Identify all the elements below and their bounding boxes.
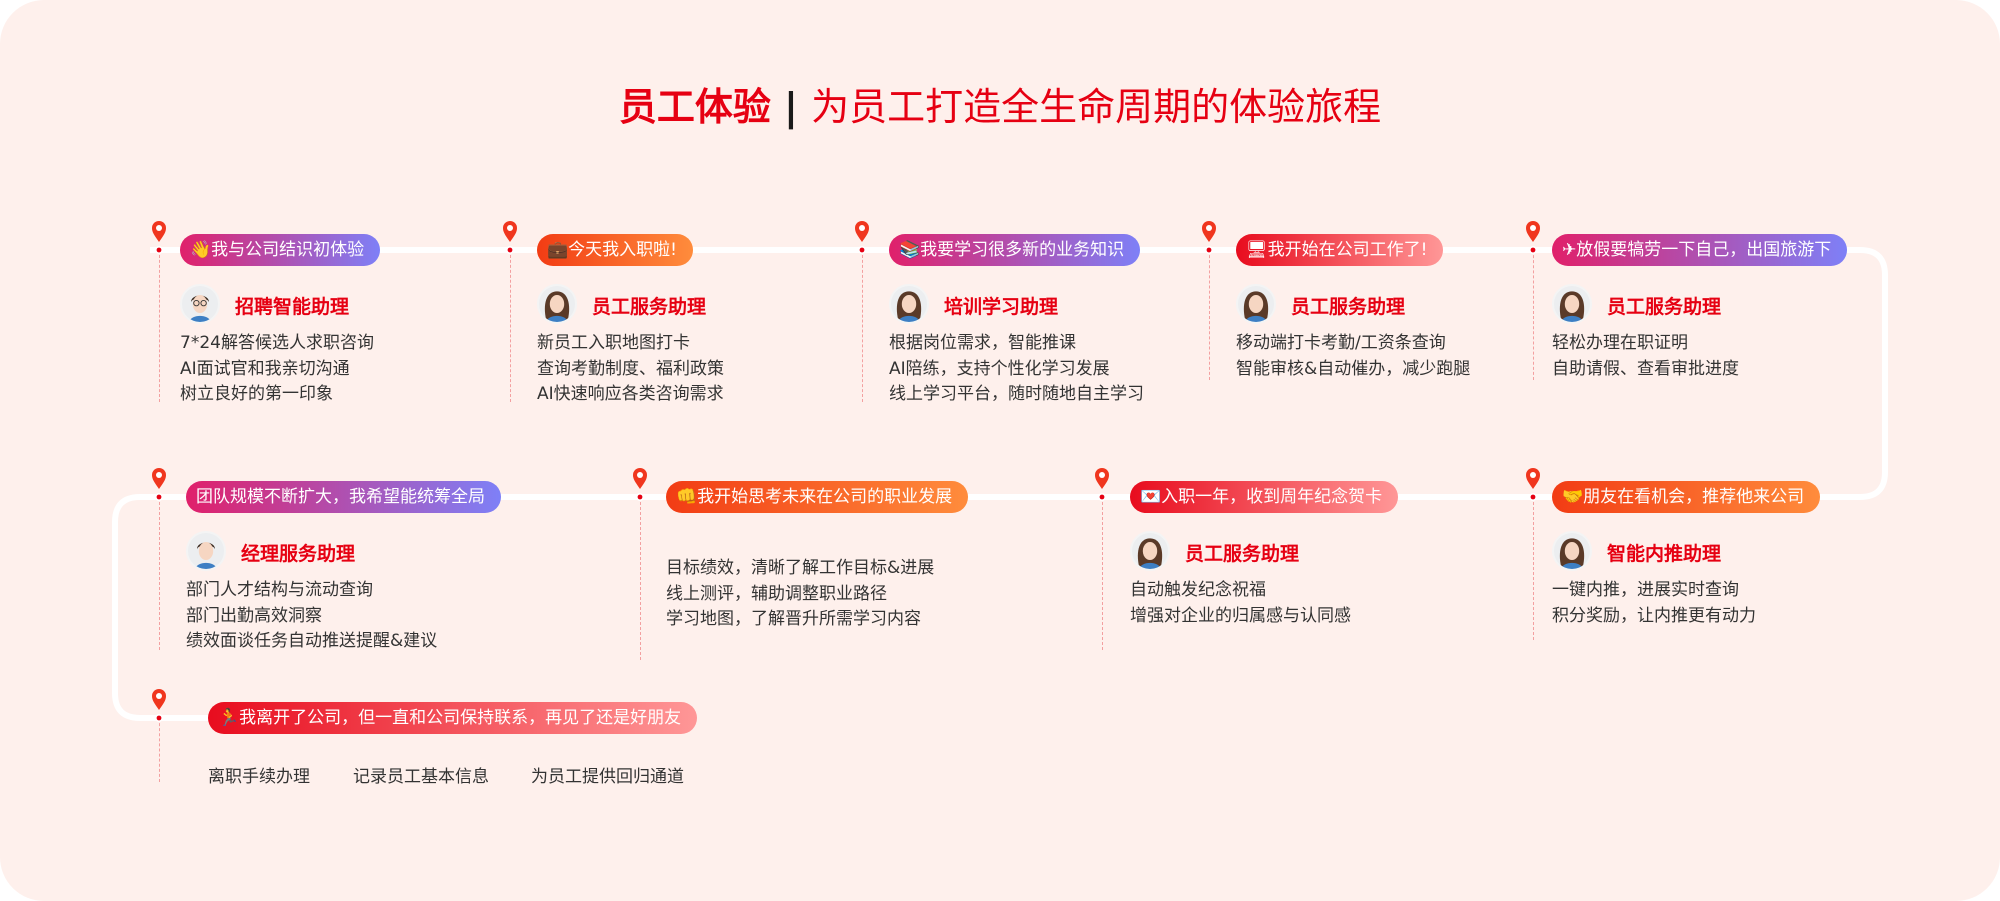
farewell-item: 离职手续办理 <box>208 767 310 787</box>
timeline-dashed-line <box>159 497 160 650</box>
assistant-name: 培训学习助理 <box>944 296 1059 318</box>
timeline-dashed-line <box>1533 497 1534 640</box>
assistant-avatar-boy-glasses <box>180 284 220 324</box>
stage-pill-2: 💼今天我入职啦! <box>537 234 693 266</box>
stage-pill-6: 团队规模不断扩大，我希望能统筹全局 <box>186 481 501 513</box>
feature-text: 线上测评，辅助调整职业路径 <box>666 583 887 604</box>
feature-text: 增强对企业的归属感与认同感 <box>1130 605 1351 626</box>
feature-text: 自助请假、查看审批进度 <box>1552 358 1739 379</box>
feature-text: 部门人才结构与流动查询 <box>186 580 373 600</box>
assistant-name: 员工服务助理 <box>592 296 707 318</box>
location-pin-icon <box>1525 220 1541 254</box>
farewell-pill: 🏃我离开了公司，但一直和公司保持联系，再见了还是好朋友 <box>208 702 698 734</box>
road-path <box>112 247 1888 721</box>
timeline-dashed-line <box>510 250 511 402</box>
assistant-name: 员工服务助理 <box>1185 543 1300 565</box>
location-pin-icon <box>1201 220 1217 254</box>
location-pin-icon <box>151 467 167 501</box>
assistant-name: 员工服务助理 <box>1291 296 1406 318</box>
location-pin-icon <box>502 220 518 254</box>
stage-pill-1: 👋我与公司结识初体验 <box>180 234 381 266</box>
feature-text: 移动端打卡考勤/工资条查询 <box>1236 333 1446 353</box>
feature-text: 7*24解答候选人求职咨询 <box>180 333 374 353</box>
timeline-dashed-line <box>159 718 160 782</box>
feature-text: 根据岗位需求，智能推课 <box>889 333 1076 353</box>
assistant-name: 员工服务助理 <box>1607 296 1722 318</box>
assistant-avatar-girl <box>537 284 577 324</box>
stage-pill-8: 💌入职一年，收到周年纪念贺卡 <box>1130 481 1399 513</box>
assistant-avatar-girl <box>1236 284 1276 324</box>
location-pin-icon <box>151 688 167 722</box>
feature-text: 学习地图，了解晋升所需学习内容 <box>666 609 921 629</box>
timeline-dashed-line <box>1102 497 1103 650</box>
location-pin-icon <box>1094 467 1110 501</box>
feature-text: 查询考勤制度、福利政策 <box>537 358 724 379</box>
location-pin-icon <box>151 220 167 254</box>
feature-text: 积分奖励，让内推更有动力 <box>1552 605 1756 626</box>
stage-pill-5: ✈放假要犒劳一下自己，出国旅游下 <box>1552 234 1848 266</box>
feature-text: 轻松办理在职证明 <box>1552 333 1688 353</box>
feature-text: 自动触发纪念祝福 <box>1130 580 1266 600</box>
assistant-avatar-girl <box>1130 531 1170 571</box>
timeline-dashed-line <box>1533 250 1534 380</box>
feature-text: 线上学习平台，随时随地自主学习 <box>889 384 1144 404</box>
feature-text: AI快速响应各类咨询需求 <box>537 384 724 404</box>
stage-pill-7: 👊我开始思考未来在公司的职业发展 <box>666 481 969 513</box>
timeline-dashed-line <box>862 250 863 402</box>
timeline-dashed-line <box>159 250 160 402</box>
feature-text: 目标绩效，清晰了解工作目标&进展 <box>666 558 935 578</box>
stage-pill-3: 📚我要学习很多新的业务知识 <box>889 234 1141 266</box>
stage-pill-9: 🤝朋友在看机会，推荐他来公司 <box>1552 481 1821 513</box>
feature-text: 智能审核&自动催办，减少跑腿 <box>1236 358 1471 379</box>
location-pin-icon <box>632 467 648 501</box>
stage-pill-4: 🖥我开始在公司工作了! <box>1236 234 1444 266</box>
feature-text: 部门出勤高效洞察 <box>186 605 322 626</box>
assistant-avatar-man <box>186 531 226 571</box>
assistant-avatar-girl <box>889 284 929 324</box>
page-title: 员工体验 | 为员工打造全生命周期的体验旅程 <box>618 85 1382 129</box>
assistant-avatar-girl <box>1552 284 1592 324</box>
assistant-name: 智能内推助理 <box>1607 543 1722 565</box>
feature-text: AI陪练，支持个性化学习发展 <box>889 358 1110 379</box>
feature-text: 树立良好的第一印象 <box>180 384 333 404</box>
assistant-name: 经理服务助理 <box>241 543 356 565</box>
timeline-dashed-line <box>640 497 641 660</box>
farewell-item: 为员工提供回归通道 <box>531 767 684 787</box>
feature-text: 绩效面谈任务自动推送提醒&建议 <box>186 631 438 651</box>
location-pin-icon <box>854 220 870 254</box>
farewell-item: 记录员工基本信息 <box>353 767 489 787</box>
assistant-avatar-girl-short <box>1552 531 1592 571</box>
feature-text: 一键内推，进展实时查询 <box>1552 580 1739 600</box>
timeline-dashed-line <box>1209 250 1210 380</box>
assistant-name: 招聘智能助理 <box>235 296 350 318</box>
feature-text: AI面试官和我亲切沟通 <box>180 358 350 379</box>
feature-text: 新员工入职地图打卡 <box>537 333 690 353</box>
location-pin-icon <box>1525 467 1541 501</box>
